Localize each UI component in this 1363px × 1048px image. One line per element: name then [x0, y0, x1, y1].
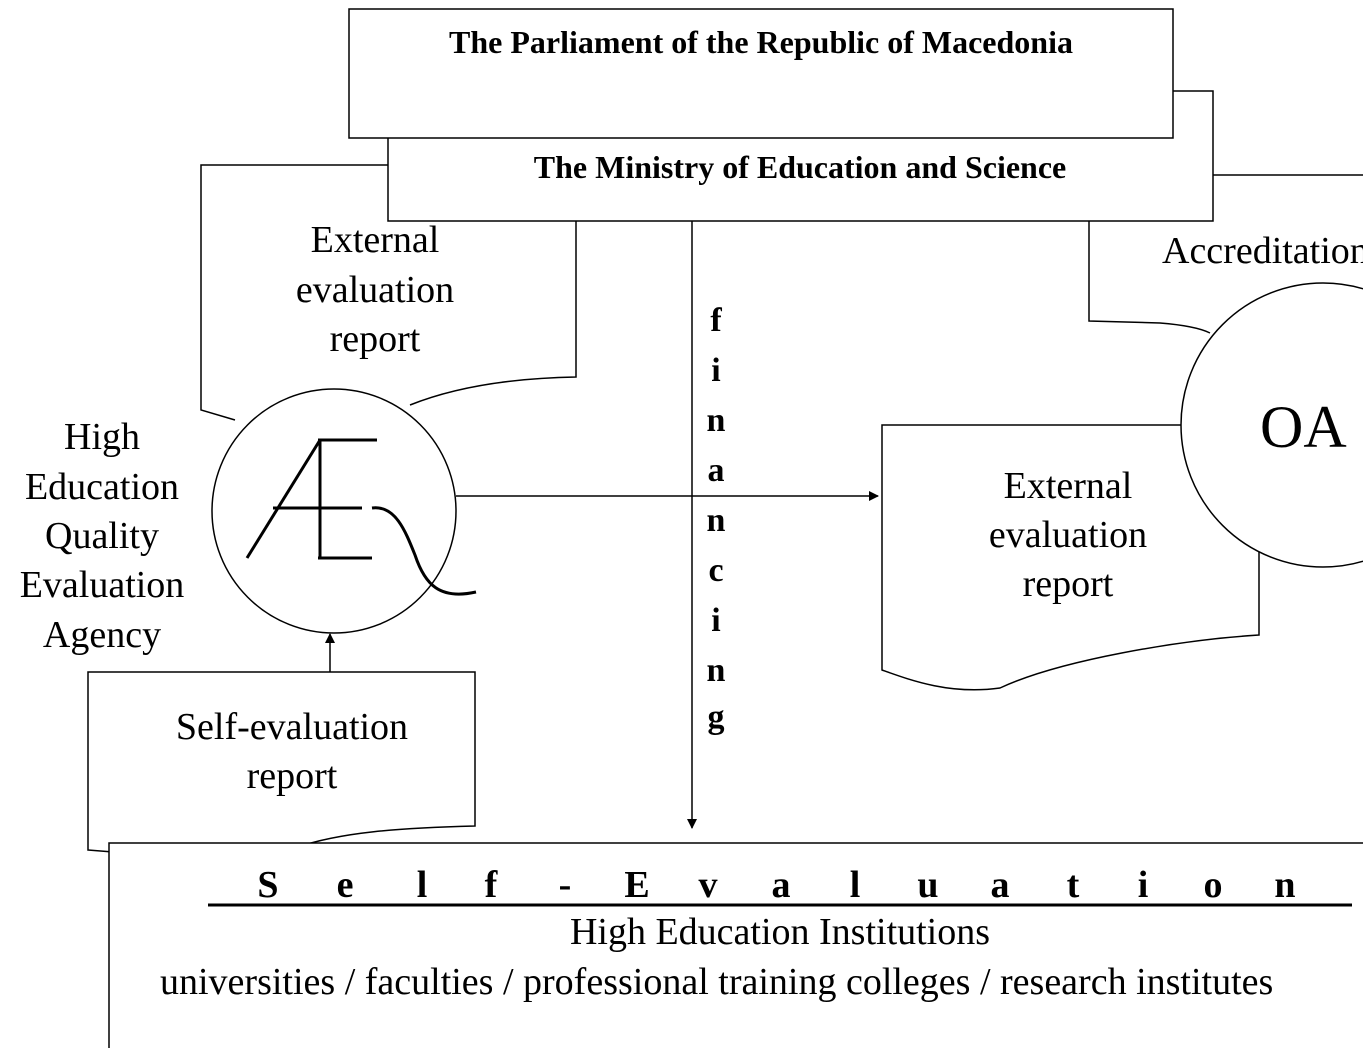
heading-letter: S [257, 864, 278, 906]
external-report-left-line-1: External [311, 219, 440, 261]
external-report-right: External evaluation report [881, 424, 1260, 691]
agency-line-5: Agency [43, 614, 161, 656]
heading-letter: a [772, 864, 791, 906]
institutions-subtitle: High Education Institutions [570, 911, 990, 953]
agency-line-1: High [64, 416, 140, 458]
agency-logo: AE [245, 438, 477, 596]
accreditation-connector: Accreditation [1088, 174, 1363, 334]
heading-letter: t [1067, 864, 1080, 906]
agency-line-2: Education [25, 466, 179, 508]
financing-letter: c [708, 552, 723, 589]
heading-letter: l [850, 864, 861, 906]
accreditation-label: Accreditation [1162, 230, 1363, 272]
agency-line-4: Evaluation [20, 564, 185, 606]
heading-letter: e [337, 864, 354, 906]
heading-letter: f [485, 864, 499, 906]
financing-letter: n [707, 652, 726, 689]
heading-letter: - [559, 864, 572, 906]
external-report-right-line-2: evaluation [989, 514, 1147, 556]
heading-letter: E [624, 864, 649, 906]
external-report-right-line-3: report [1023, 563, 1114, 605]
oa-label: OA [1260, 394, 1347, 460]
financing-letter: a [708, 452, 725, 489]
agency-circle: AE [211, 388, 477, 634]
external-report-left: External evaluation report [200, 164, 577, 421]
financing-letter: n [707, 502, 726, 539]
financing-label: f i n a n c i n g [707, 302, 726, 736]
parliament-label: The Parliament of the Republic of Macedo… [449, 24, 1073, 60]
ministry-label: The Ministry of Education and Science [534, 149, 1066, 185]
financing-letter: f [710, 302, 722, 339]
agency-label: High Education Quality Evaluation Agency [20, 416, 185, 656]
self-evaluation-report-line-1: Self-evaluation [176, 706, 408, 748]
self-evaluation-heading: S e l f - E v a l u a t i o n [208, 864, 1352, 907]
financing-letter: n [707, 402, 726, 439]
heading-letter: v [699, 864, 718, 906]
financing-letter: i [711, 352, 720, 389]
heading-letter: l [417, 864, 428, 906]
heading-letter: o [1204, 864, 1223, 906]
heading-letter: n [1274, 864, 1295, 906]
external-report-left-line-3: report [330, 318, 421, 360]
external-report-right-line-1: External [1004, 465, 1133, 507]
heading-letter: a [991, 864, 1010, 906]
agency-line-3: Quality [45, 515, 159, 557]
parliament-box: The Parliament of the Republic of Macedo… [348, 8, 1174, 139]
self-evaluation-report: Self-evaluation report [87, 671, 476, 856]
financing-letter: i [711, 602, 720, 639]
heading-letter: u [917, 864, 938, 906]
oa-circle: OA [1180, 282, 1363, 568]
institutions-box: S e l f - E v a l u a t i o n High Educa… [108, 842, 1363, 1048]
external-report-left-line-2: evaluation [296, 269, 454, 311]
heading-letter: i [1138, 864, 1149, 906]
financing-letter: g [708, 699, 725, 736]
institutions-list: universities / faculties / professional … [160, 961, 1273, 1003]
self-evaluation-report-line-2: report [247, 755, 338, 797]
